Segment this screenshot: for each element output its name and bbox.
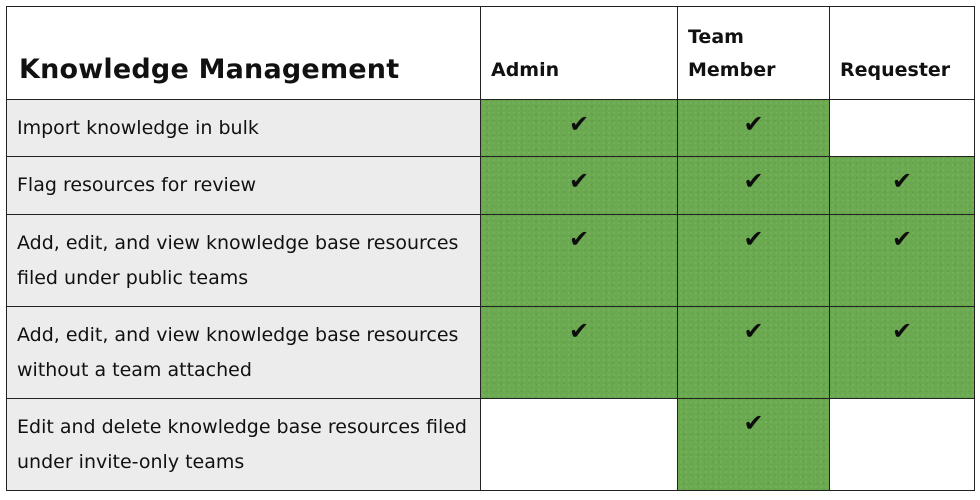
feature-label-line1: Import knowledge in bulk: [17, 116, 259, 139]
permission-cell-requester: ✔: [829, 306, 975, 399]
table-row: Import knowledge in bulk ✔ ✔: [6, 99, 975, 157]
permission-cell-admin: ✔: [480, 99, 678, 157]
column-header-requester-line2: Requester: [840, 59, 951, 81]
checkmark-icon: ✔: [743, 225, 764, 253]
checkmark-icon: ✔: [891, 317, 913, 345]
table-header-row: Knowledge Management Admin Team Member R…: [6, 6, 975, 100]
feature-cell: Flag resources for review: [6, 156, 481, 215]
permission-cell-requester: [829, 99, 975, 157]
permissions-table: Knowledge Management Admin Team Member R…: [6, 6, 975, 491]
permission-cell-team-member: ✔: [677, 99, 830, 157]
feature-label-line2: without a team attached: [17, 358, 252, 381]
permission-cell-team-member: ✔: [677, 156, 830, 215]
feature-label-line2: under invite-only teams: [17, 450, 245, 473]
checkmark-icon: ✔: [568, 167, 590, 195]
permission-cell-requester: ✔: [829, 214, 975, 307]
feature-label-line1: Flag resources for review: [17, 174, 257, 196]
permission-cell-admin: ✔: [480, 214, 678, 307]
checkmark-icon: ✔: [743, 110, 764, 138]
column-header-team-member-line1: Team: [688, 26, 744, 48]
checkmark-icon: ✔: [568, 317, 590, 345]
checkmark-icon: ✔: [743, 167, 764, 195]
permission-cell-requester: ✔: [829, 156, 975, 215]
permission-cell-admin: ✔: [480, 156, 678, 215]
table-row: Flag resources for review ✔ ✔ ✔: [6, 156, 975, 215]
permission-cell-team-member: ✔: [677, 306, 830, 399]
permission-cell-team-member: ✔: [677, 214, 830, 307]
feature-label-line1: Add, edit, and view knowledge base resou…: [17, 323, 459, 346]
checkmark-icon: ✔: [891, 225, 913, 253]
permission-cell-admin: [480, 398, 678, 491]
feature-label-line1: Edit and delete knowledge base resources…: [17, 415, 467, 438]
feature-label-line1: Add, edit, and view knowledge base resou…: [17, 231, 459, 254]
permission-cell-team-member: ✔: [677, 398, 830, 491]
feature-label-line2: filed under public teams: [17, 266, 249, 289]
table-row: Edit and delete knowledge base resources…: [6, 398, 975, 491]
checkmark-icon: ✔: [743, 317, 764, 345]
column-header-admin-line2: Admin: [491, 59, 560, 81]
feature-cell: Edit and delete knowledge base resources…: [6, 398, 481, 491]
checkmark-icon: ✔: [568, 110, 590, 138]
column-header-admin: Admin: [480, 6, 678, 100]
column-header-requester: Requester: [829, 6, 975, 100]
checkmark-icon: ✔: [743, 409, 764, 437]
permission-cell-requester: [829, 398, 975, 491]
feature-cell: Add, edit, and view knowledge base resou…: [6, 214, 481, 307]
table-row: Add, edit, and view knowledge base resou…: [6, 306, 975, 399]
table-row: Add, edit, and view knowledge base resou…: [6, 214, 975, 307]
table-title: Knowledge Management: [6, 6, 481, 100]
checkmark-icon: ✔: [891, 167, 913, 195]
feature-cell: Import knowledge in bulk: [6, 99, 481, 157]
column-header-team-member: Team Member: [677, 6, 830, 100]
checkmark-icon: ✔: [568, 225, 590, 253]
feature-cell: Add, edit, and view knowledge base resou…: [6, 306, 481, 399]
permissions-table-wrapper: Knowledge Management Admin Team Member R…: [6, 6, 975, 491]
column-header-team-member-line2: Member: [688, 59, 776, 81]
table-body: Import knowledge in bulk ✔ ✔ Flag resour…: [6, 99, 975, 491]
permission-cell-admin: ✔: [480, 306, 678, 399]
